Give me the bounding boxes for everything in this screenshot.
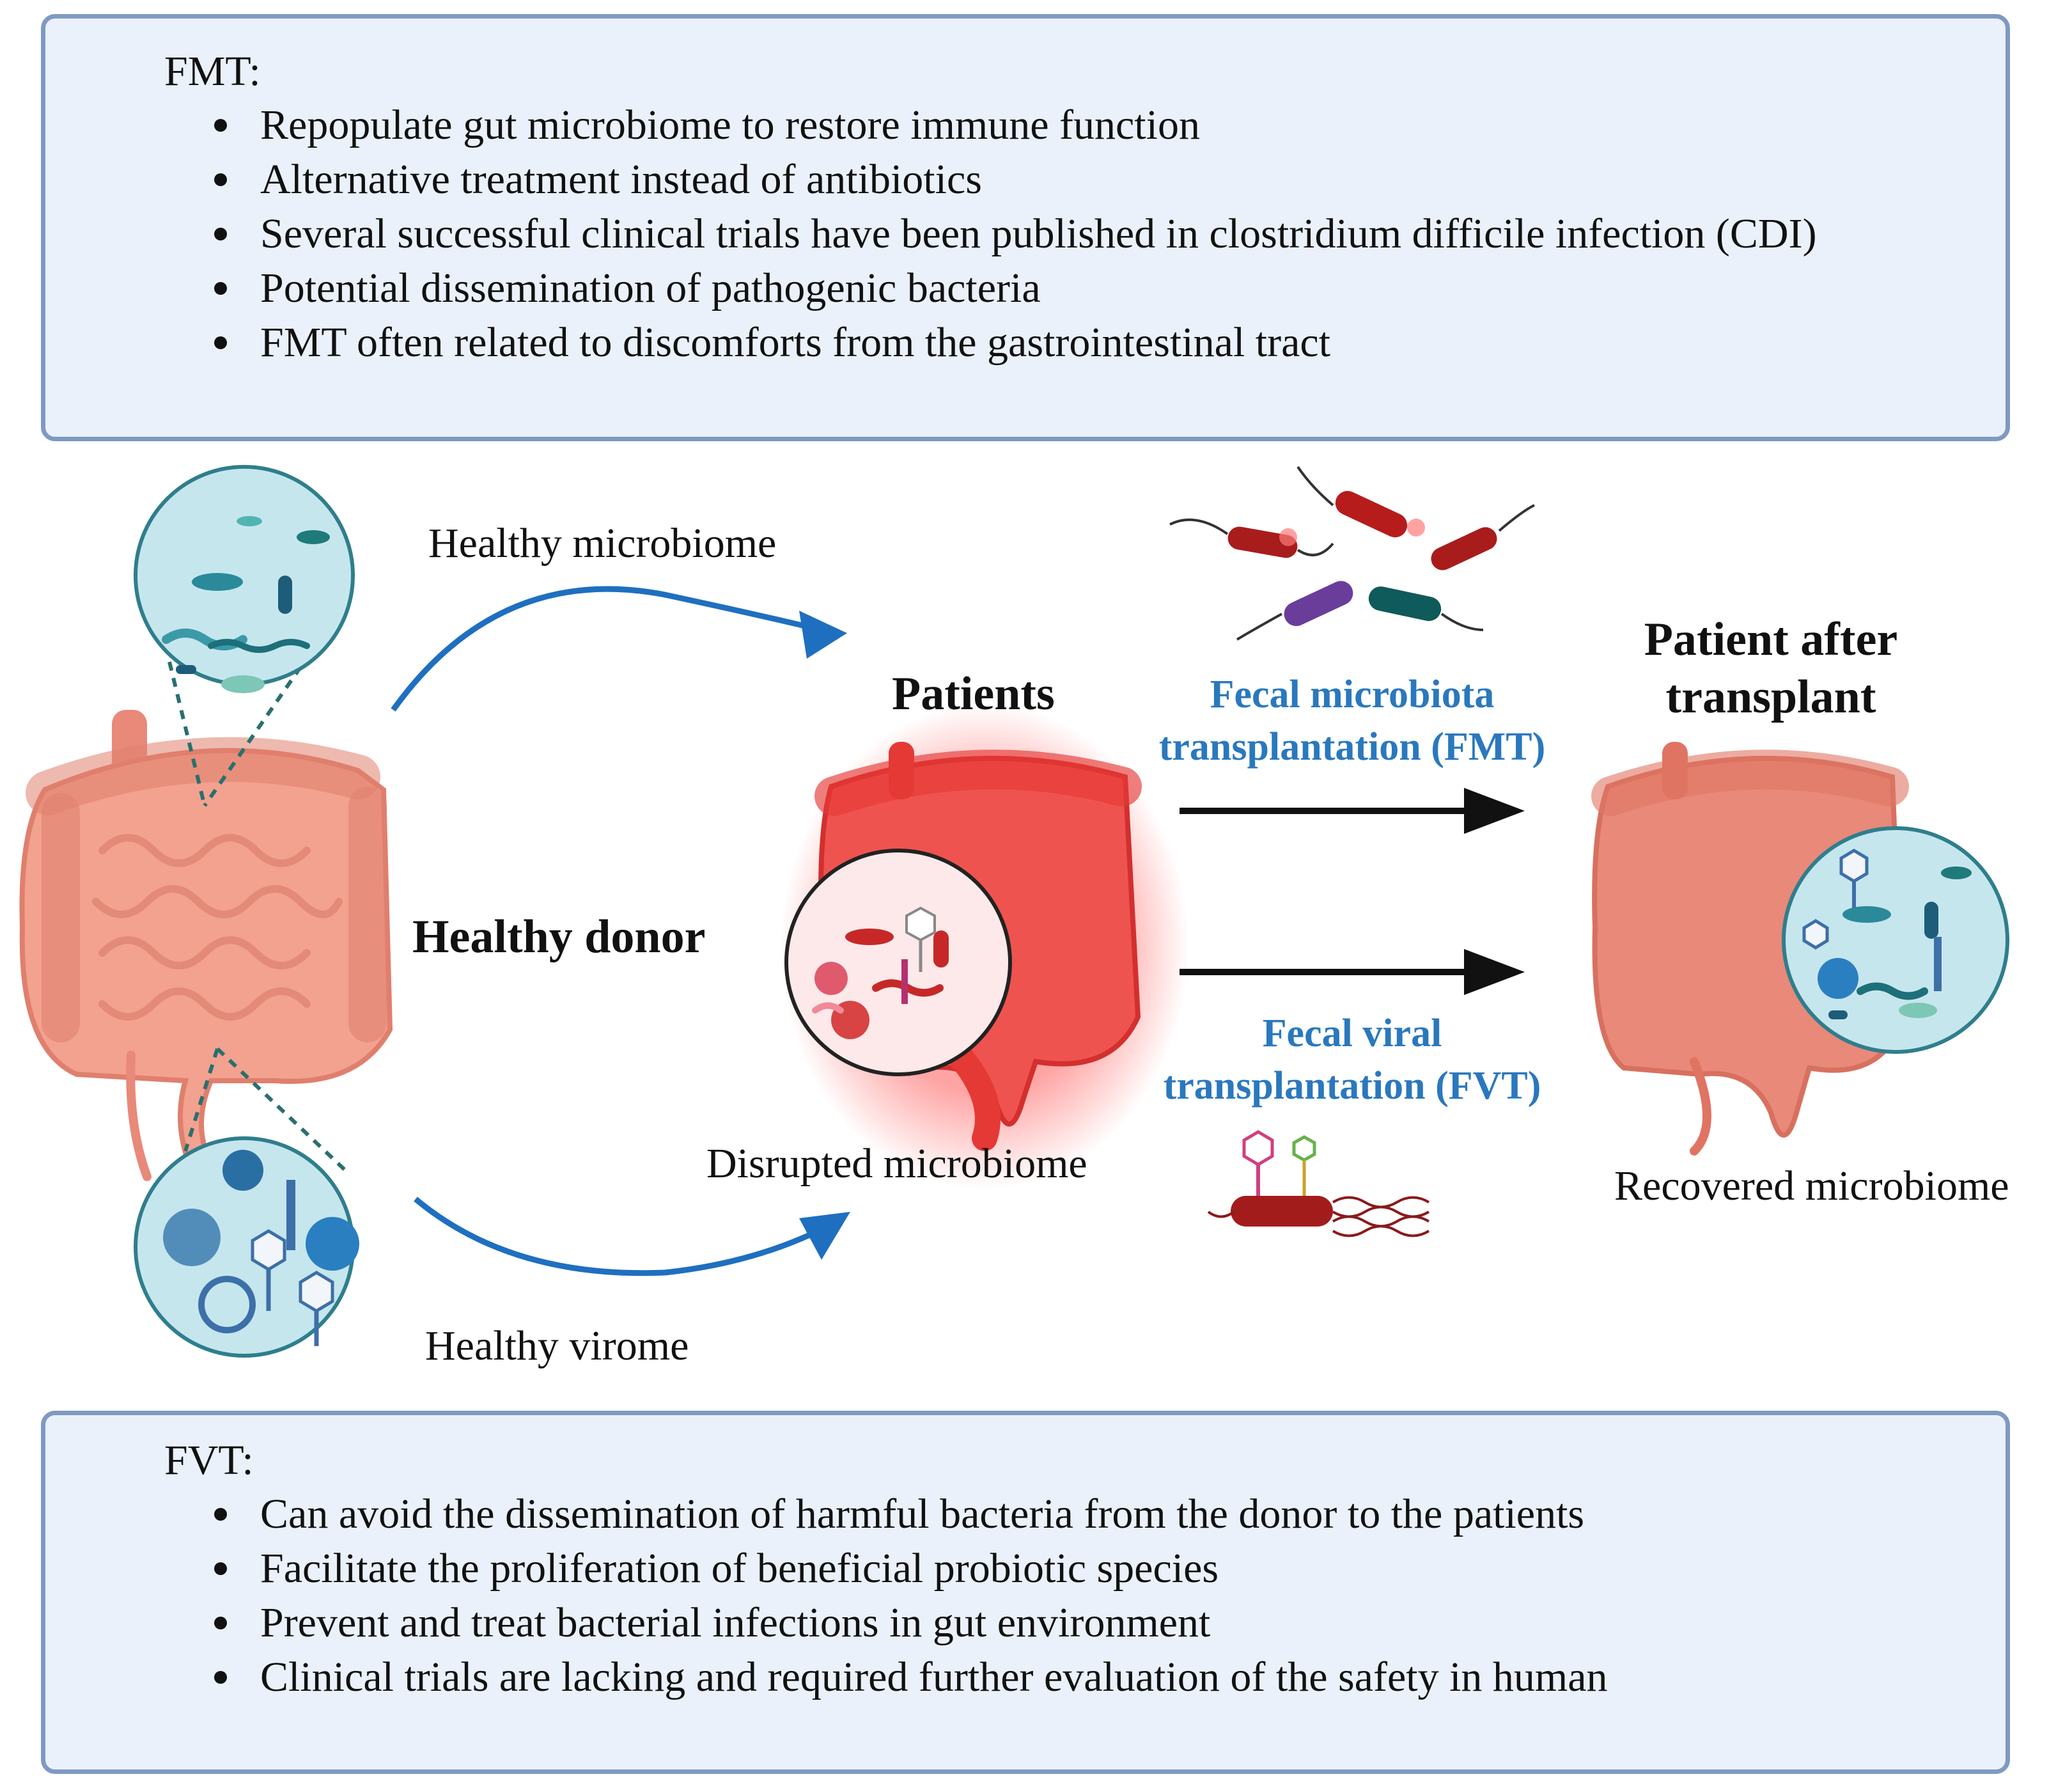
fvt-method-line1: Fecal viral <box>1262 1012 1442 1055</box>
lower-arrow-head <box>799 1212 850 1260</box>
fmt-bullet-item: Repopulate gut microbiome to restore imm… <box>214 98 1948 152</box>
patient-after-line1: Patient after <box>1644 613 1898 666</box>
healthy-virome-circle-icon <box>134 1136 359 1358</box>
disrupted-microbiome-circle-icon <box>784 849 1012 1076</box>
fmt-bullet-list: Repopulate gut microbiome to restore imm… <box>214 98 1948 370</box>
recovered-microbiome-label: Recovered microbiome <box>1614 1163 2009 1209</box>
fvt-bullet-item: Clinical trials are lacking and required… <box>214 1650 1948 1704</box>
fmt-bullet-item: Several successful clinical trials have … <box>214 207 1948 261</box>
healthy-microbiome-circle-icon <box>134 465 355 693</box>
donor-intestine-icon <box>19 710 393 1188</box>
fvt-summary-box: FVT: Can avoid the dissemination of harm… <box>41 1411 2010 1774</box>
fvt-method-label: Fecal viral transplantation (FVT) <box>1116 1007 1589 1112</box>
fvt-phage-icon <box>1207 1130 1430 1237</box>
disrupted-microbiome-label: Disrupted microbiome <box>706 1140 1087 1187</box>
fmt-method-line2: transplantation (FMT) <box>1158 725 1546 769</box>
fmt-bullet-item: Alternative treatment instead of antibio… <box>214 152 1948 207</box>
patient-after-transplant-label: Patient after transplant <box>1579 611 1963 726</box>
upper-arrow-head <box>799 611 847 659</box>
fmt-box-title: FMT: <box>164 48 261 95</box>
fmt-bullet-item: FMT often related to discomforts from th… <box>214 315 1948 370</box>
patients-label: Patients <box>892 668 1055 720</box>
fmt-method-label: Fecal microbiota transplantation (FMT) <box>1116 668 1589 773</box>
healthy-microbiome-label: Healthy microbiome <box>428 520 777 567</box>
fmt-bullet-item: Potential dissemination of pathogenic ba… <box>214 261 1948 315</box>
healthy-virome-label: Healthy virome <box>425 1322 689 1369</box>
fvt-bullet-item: Facilitate the proliferation of benefici… <box>214 1541 1948 1596</box>
fvt-bullet-list: Can avoid the dissemination of harmful b… <box>214 1487 1948 1704</box>
fvt-bullet-item: Prevent and treat bacterial infections i… <box>214 1596 1948 1650</box>
fmt-bacteria-icon <box>1169 466 1535 641</box>
patient-after-line2: transplant <box>1665 671 1876 723</box>
healthy-donor-label: Healthy donor <box>412 911 706 963</box>
fmt-method-line1: Fecal microbiota <box>1210 673 1495 716</box>
fvt-method-line2: transplantation (FVT) <box>1163 1064 1541 1108</box>
fmt-arrow-head <box>1464 788 1525 834</box>
fvt-arrow-head <box>1464 949 1525 995</box>
fmt-summary-box: FMT: Repopulate gut microbiome to restor… <box>41 14 2010 441</box>
recovered-microbiome-circle-icon <box>1782 826 2009 1054</box>
fvt-bullet-item: Can avoid the dissemination of harmful b… <box>214 1487 1948 1541</box>
fvt-box-title: FVT: <box>164 1437 254 1484</box>
